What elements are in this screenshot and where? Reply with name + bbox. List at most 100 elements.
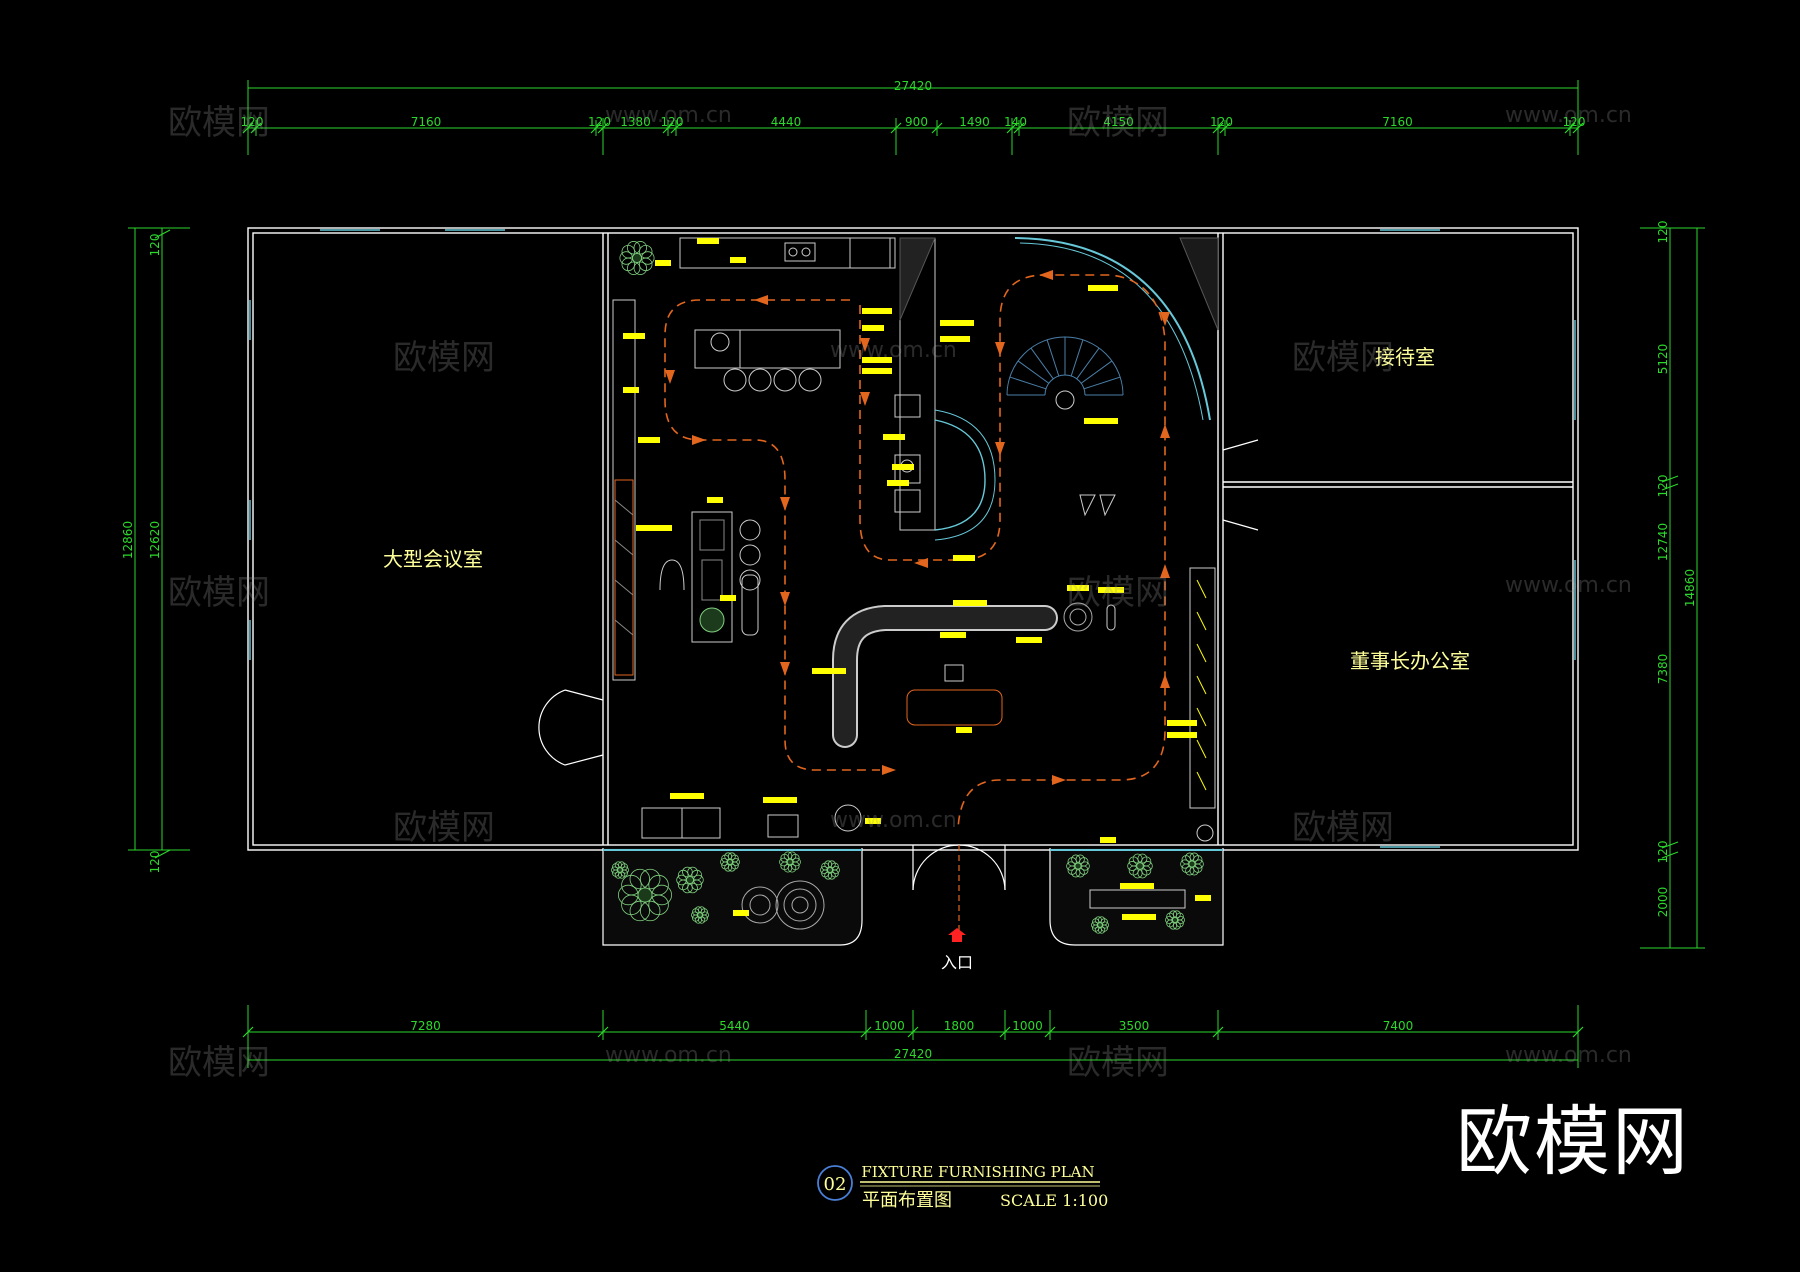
annotation-tag [892,464,914,470]
bottom-segment-label: 7400 [1383,1019,1414,1033]
annotation-tag [670,793,704,799]
plant-icon [618,868,673,922]
drawing-number: 02 [824,1174,847,1195]
annotation-tag [862,325,884,331]
flow-arrow-icon [995,342,1005,356]
top-segment-label: 140 [1004,115,1027,129]
plant-icon [619,241,655,275]
flow-arrow-icon [882,765,896,775]
annotation-tag [1067,585,1089,591]
plant-icon [779,851,801,873]
top-segment-label: 1490 [959,115,990,129]
title-scale: SCALE 1:100 [1000,1191,1108,1210]
entrance-marker-icon [948,928,966,942]
top-segment-label: 7160 [411,115,442,129]
exterior-walls [247,227,1579,851]
top-segment-label: 120 [588,115,611,129]
annotation-tag [1016,637,1042,643]
entrance-label: 入口 [941,953,973,972]
room-labels: 大型会议室 接待室 董事长办公室 入口 [383,345,1470,972]
top-segment-label: 7160 [1382,115,1413,129]
annotation-tag [720,595,736,601]
plant-icon [1165,910,1185,930]
flow-arrow-icon [780,662,790,676]
right-outer-label: 14860 [1683,569,1697,607]
flow-arrow-icon [692,435,706,445]
annotation-tag [862,357,892,363]
annotation-tag [638,437,660,443]
bottom-segment-label: 3500 [1119,1019,1150,1033]
title-english: FIXTURE FURNISHING PLAN [861,1163,1094,1181]
right-segment-label: 120 [1656,221,1670,244]
plant-icon [1180,852,1204,876]
title-block: 02 FIXTURE FURNISHING PLAN 平面布置图 SCALE 1… [817,1163,1108,1211]
plant-icon [611,861,629,879]
right-segment-label: 2000 [1656,887,1670,918]
left-inner-label: 12620 [148,521,162,559]
annotation-tag [763,797,797,803]
top-segment-label: 120 [1563,115,1586,129]
bottom-segment-label: 1800 [944,1019,975,1033]
left-bottom-label: 120 [148,851,162,874]
annotation-tag [862,308,892,314]
flow-arrows [665,270,1170,785]
plant-icon [676,866,704,894]
right-mid-label: 12740 [1656,523,1670,561]
annotation-tags [623,238,1211,920]
annotation-tag [733,910,749,916]
annotation-tag [1195,895,1211,901]
annotation-tag [1100,837,1116,843]
annotation-tag [940,336,970,342]
top-segment-label: 120 [661,115,684,129]
bottom-segment-label: 7280 [410,1019,441,1033]
plant-icon [1066,854,1090,878]
flow-arrow-icon [1160,312,1170,326]
flow-arrow-icon [754,295,768,305]
top-dimension-ticks [242,120,1584,136]
top-segment-label: 900 [905,115,928,129]
bottom-dimension-ticks [242,1010,1584,1040]
flow-arrow-icon [1052,775,1066,785]
annotation-tag [623,333,645,339]
entrance-doors [538,439,1259,935]
annotation-tag [655,260,671,266]
flow-arrow-icon [914,558,928,568]
annotation-tag [812,668,846,674]
flow-arrow-icon [1039,270,1053,280]
flow-arrow-icon [860,338,870,352]
top-total-label: 27420 [894,79,932,93]
bottom-total-label: 27420 [894,1047,932,1061]
chairman-office-label: 董事长办公室 [1350,649,1470,673]
top-segment-label: 120 [241,115,264,129]
annotation-tag [1120,883,1154,889]
flow-arrow-icon [995,442,1005,456]
top-segment-label: 4440 [771,115,802,129]
annotation-tag [623,387,639,393]
right-segment-label: 7380 [1656,654,1670,685]
drawing-number-circle [817,1165,853,1201]
flow-arrow-icon [860,392,870,406]
top-segment-label: 1380 [620,115,651,129]
annotation-tag [956,727,972,733]
annotation-tag [707,497,723,503]
flow-arrow-icon [1160,424,1170,438]
left-outer-label: 12860 [121,521,135,559]
right-segment-label: 120 [1656,841,1670,864]
annotation-tag [730,257,746,263]
left-garden-terrace [602,848,863,946]
bottom-segment-label: 1000 [1012,1019,1043,1033]
annotation-tag [1167,732,1197,738]
annotation-tag [940,632,966,638]
large-meeting-room-label: 大型会议室 [383,547,483,571]
right-segment-label: 5120 [1656,344,1670,375]
top-dimension-labels: 27420 [894,79,932,93]
central-hall [612,237,1219,842]
annotation-tag [865,818,881,824]
plant-icon [691,906,709,924]
plant-icon [820,860,840,880]
annotation-tag [953,555,975,561]
right-dimensions [1640,227,1705,949]
